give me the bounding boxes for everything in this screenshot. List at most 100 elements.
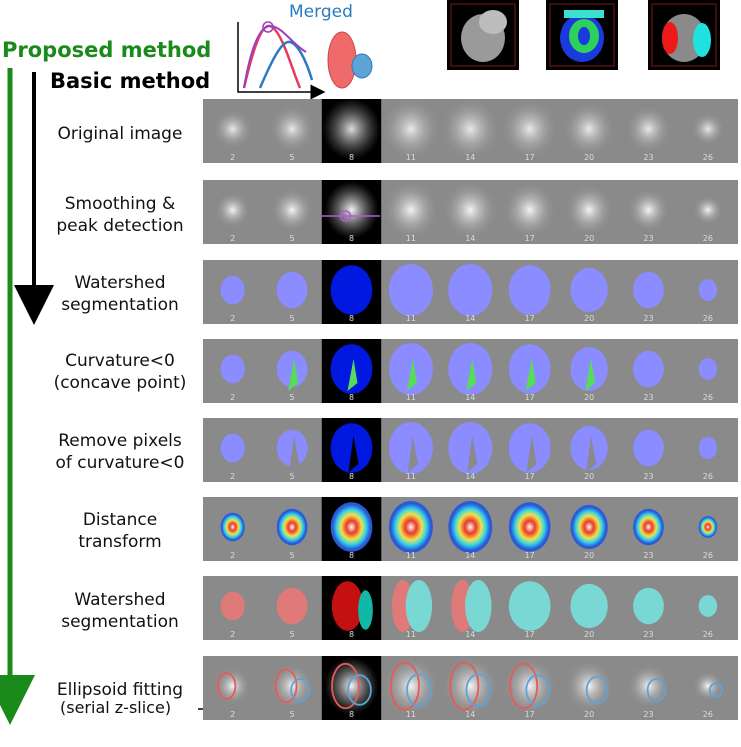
slice-14-smooth: 14	[442, 180, 499, 243]
slice-20-watershed2: 20	[570, 583, 608, 639]
slice-11-curvature: 11	[388, 343, 433, 402]
slice-number: 17	[525, 393, 535, 402]
row-label: Smoothing & peak detection	[56, 194, 184, 236]
slice-26-remove: 26	[698, 437, 718, 481]
volume-render-distance-icon	[546, 0, 618, 70]
slice-number: 2	[230, 551, 235, 560]
slice-8-watershed1: 8	[330, 265, 373, 323]
slice-number: 17	[525, 314, 535, 323]
slice-8-remove: 8	[330, 423, 373, 481]
slice-5-remove: 5	[276, 429, 308, 481]
slice-number: 26	[703, 314, 713, 323]
slice-20-smooth: 20	[564, 183, 614, 243]
slice-number: 26	[703, 710, 713, 719]
slice-20-distance: 20	[570, 504, 608, 560]
slice-2-ellipse: 2	[214, 667, 251, 719]
merged-label: Merged	[289, 2, 353, 22]
slice-8-distance: 8	[321, 497, 382, 561]
slice-number: 17	[525, 153, 535, 162]
slice-8-watershed2: 8	[331, 581, 373, 639]
slice-number: 11	[406, 314, 416, 323]
slice-number: 17	[525, 551, 535, 560]
slice-5-curvature: 5	[276, 350, 308, 402]
slice-14-curvature: 14	[448, 343, 493, 402]
slice-11-distance: 11	[388, 501, 433, 560]
slice-number: 8	[349, 153, 354, 162]
slice-8-smooth: 8	[321, 181, 380, 243]
slice-2-watershed1: 2	[220, 275, 245, 323]
slice-number: 11	[406, 153, 416, 162]
proposed-method-title: Proposed method	[2, 38, 212, 62]
slice-23-curvature: 23	[633, 350, 664, 402]
slice-23-ellipse: 23	[627, 663, 670, 719]
slice-number: 20	[584, 153, 594, 162]
slice-number: 14	[465, 314, 475, 323]
slice-17-smooth: 17	[502, 181, 557, 243]
slice-8-curvature: 8	[330, 344, 373, 402]
slice-14-ellipse: 14	[442, 656, 499, 719]
slice-number: 23	[643, 393, 653, 402]
row-label: Remove pixels of curvature<0	[55, 431, 185, 473]
slice-2-original: 2	[212, 108, 253, 162]
slice-5-original: 5	[268, 104, 316, 162]
slice-23-smooth: 23	[627, 187, 670, 243]
slice-20-original: 20	[562, 100, 616, 162]
slice-number: 5	[290, 234, 295, 243]
slice-14-watershed1: 14	[448, 264, 493, 323]
slice-11-remove: 11	[388, 422, 433, 481]
slice-2-watershed2: 2	[220, 591, 245, 639]
slice-20-curvature: 20	[570, 346, 608, 402]
slice-number: 5	[290, 314, 295, 323]
slice-11-original: 11	[380, 99, 441, 162]
slice-number: 14	[465, 551, 475, 560]
slice-number: 11	[406, 234, 416, 243]
slice-11-smooth: 11	[382, 180, 439, 243]
slice-number: 5	[290, 153, 295, 162]
slice-number: 5	[290, 551, 295, 560]
slice-number: 23	[643, 472, 653, 481]
serial-z-slice-label: (serial z-slice)	[60, 698, 172, 717]
slice-number: 26	[703, 234, 713, 243]
slice-23-watershed2: 23	[633, 587, 664, 639]
slice-2-remove: 2	[220, 433, 245, 481]
row-label: Original image	[57, 124, 183, 144]
slice-number: 11	[406, 710, 416, 719]
slice-number: 2	[230, 630, 235, 639]
slice-17-watershed2: 17	[508, 581, 551, 639]
slice-number: 8	[349, 710, 354, 719]
slice-17-ellipse: 17	[502, 657, 557, 719]
slice-8-original: 8	[322, 99, 381, 162]
slice-number: 2	[230, 153, 235, 162]
slice-26-distance: 26	[698, 516, 718, 560]
slice-26-curvature: 26	[698, 358, 718, 402]
slice-number: 17	[525, 710, 535, 719]
slice-number: 14	[465, 472, 475, 481]
slice-5-watershed2: 5	[276, 587, 308, 639]
slice-5-ellipse: 5	[270, 663, 314, 719]
slice-14-original: 14	[440, 99, 501, 162]
slice-number: 23	[643, 710, 653, 719]
slice-26-ellipse: 26	[692, 671, 724, 719]
slice-20-watershed1: 20	[570, 267, 608, 323]
slice-11-ellipse: 11	[382, 656, 439, 719]
slice-number: 26	[703, 153, 713, 162]
slice-17-original: 17	[500, 99, 559, 162]
image-strip-original: 2 5 8 11 14 17 20 23 26	[203, 99, 738, 163]
slice-23-remove: 23	[633, 429, 664, 481]
slice-26-original: 26	[690, 112, 726, 162]
slice-number: 5	[290, 630, 295, 639]
slice-number: 20	[584, 630, 594, 639]
slice-14-watershed2: 14	[451, 580, 492, 639]
slice-number: 2	[230, 710, 235, 719]
slice-number: 5	[290, 472, 295, 481]
slice-17-watershed1: 17	[508, 265, 551, 323]
slice-number: 5	[290, 393, 295, 402]
slice-23-original: 23	[625, 104, 672, 162]
slice-17-distance: 17	[508, 502, 551, 560]
slice-number: 20	[584, 551, 594, 560]
slice-number: 2	[230, 393, 235, 402]
